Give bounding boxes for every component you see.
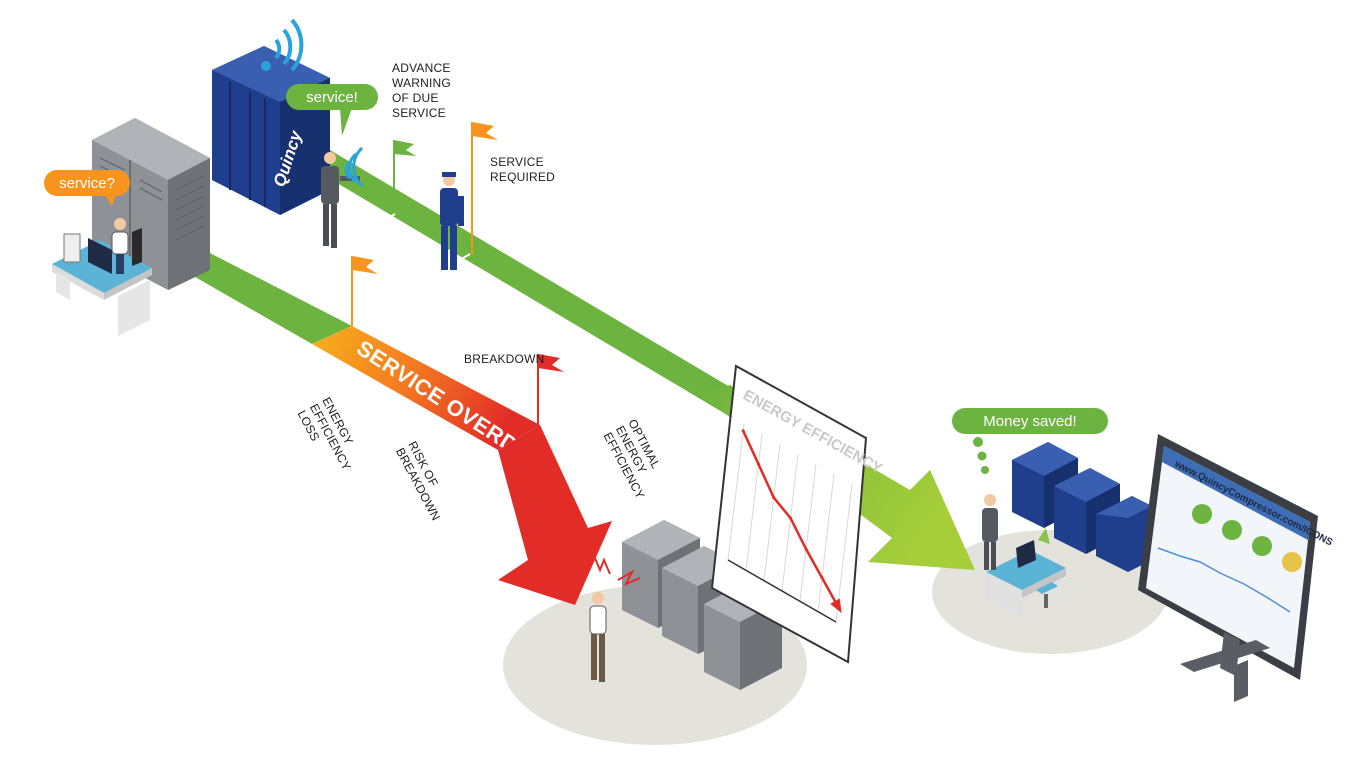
operator-desk [52,233,152,336]
wifi-icon [261,18,304,72]
chart-gridline [835,483,853,623]
efficiency-point-4 [804,547,808,551]
quincy-compressor: Quincy [212,46,330,215]
svg-text:service?: service? [59,175,115,192]
optimal-label: OPTIMAL ENERGY EFFICIENCY [601,417,673,501]
energy-efficiency-chart: ENERGY EFFICIENCY [710,364,885,664]
efficiency-point-1 [756,462,760,466]
technician-person [440,172,464,270]
alarm-spark-icon [565,555,641,586]
chart-grid [727,423,853,623]
path-divider [354,213,396,241]
efficiency-point-0 [741,429,745,433]
chart-gridline [745,433,763,571]
manager-person [321,152,360,248]
green-flag-icon [393,140,416,212]
savings-bubble: Money saved! [952,408,1108,474]
breakdown-label: BREAKDOWN [464,352,544,366]
chart-baseline [727,559,837,623]
chart-gridline [817,473,835,612]
savings-compressors [1012,442,1152,572]
advance-warning-label: ADVANCE WARNING OF DUE SERVICE [392,61,455,120]
operator-bubble: service? [44,170,130,206]
risk-breakdown-label: RISK OF BREAKDOWN [393,439,456,523]
chart-gridline [763,443,781,581]
chart-gridline [799,463,817,602]
svg-text:service!: service! [306,89,358,106]
chart-gridline [727,423,745,561]
svg-text:Money saved!: Money saved! [983,413,1076,430]
savings-manager [982,494,998,570]
dashboard-monitor: www.QuincyCompressor.com/ICONS [1138,434,1335,702]
breakdown-flag-icon [537,354,564,426]
overdue-flag-icon [351,256,378,326]
dashboard-gauges [1192,504,1302,572]
compressor-bubble: service! [286,84,378,136]
savings-desk [986,528,1066,618]
efficiency-point-2 [772,496,776,500]
efficiency-point-5 [820,576,824,580]
service-overdue-band [312,326,540,450]
efficiency-arrowhead [830,598,842,614]
chart-gridline [781,453,799,592]
stressed-person [589,592,607,682]
energy-loss-label: ENERGY EFFICIENCY LOSS [295,395,368,482]
phone-wifi-icon [344,146,364,188]
chart-marks [741,429,842,614]
operator-person [111,218,142,274]
service-required-label: SERVICE REQUIRED [490,155,555,184]
dashboard-trend [1157,547,1291,613]
breakdown-arrow [498,425,612,605]
orange-flag-icon [471,122,498,254]
desk-chair [1036,582,1058,608]
efficiency-point-3 [789,516,793,520]
